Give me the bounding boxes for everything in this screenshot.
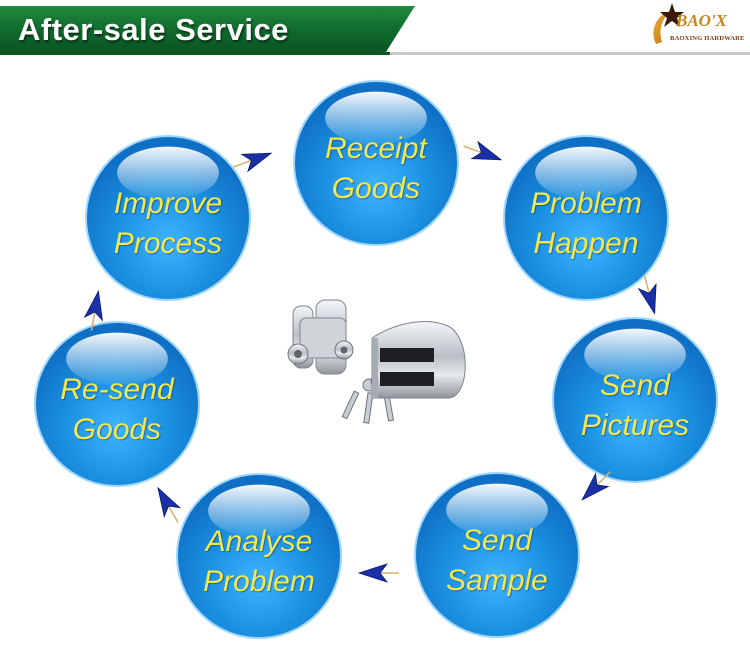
header-bar: After-sale Service BAO'X BAOXING HARDWAR… [0, 0, 750, 58]
header-underline-green [0, 52, 400, 55]
node-gloss [117, 146, 219, 200]
page-title: After-sale Service [18, 12, 289, 47]
node-send-pictures [547, 312, 723, 488]
node-label-line1: Re-send [60, 373, 174, 406]
node-gloss [584, 328, 686, 382]
flow-arrow-tail [90, 310, 96, 331]
flow-arrow-head [240, 152, 273, 173]
lock-clamp-left-icon [287, 299, 354, 375]
flow-arrow-icon [233, 152, 273, 173]
flow-arrow-icon [463, 140, 503, 161]
flow-arrow-head [357, 563, 389, 583]
flow-arrow-tail [167, 504, 179, 523]
node-gloss [208, 484, 310, 538]
flow-arrow-head [157, 486, 182, 518]
node-problem-happen [498, 130, 674, 306]
logo-brand-text: BAO'X [676, 11, 728, 30]
node-send-sample [409, 467, 585, 643]
node-analyse-problem [171, 468, 347, 644]
node-label-line1: Analyse [205, 525, 313, 558]
node-improve-process [80, 130, 256, 306]
flow-arrow-head [83, 289, 104, 322]
node-gloss [446, 483, 548, 537]
flow-arrow-head [470, 140, 503, 161]
node-label-line2: Process [113, 227, 223, 260]
logo-subtitle: BAOXING HARDWARE [670, 35, 745, 42]
node-label-line1: Send [461, 524, 533, 557]
brand-logo: BAO'X BAOXING HARDWARE [648, 2, 744, 50]
flow-arrow-tail [595, 471, 611, 487]
node-gloss [535, 146, 637, 200]
lock-body-right-icon [371, 321, 466, 399]
node-label-line2: Goods [72, 413, 162, 446]
star-logo-icon [653, 3, 684, 44]
flow-arrow-icon [357, 563, 399, 583]
node-label-line2: Problem [203, 565, 315, 598]
node-gloss [325, 91, 427, 145]
node-label-line2: Goods [331, 172, 421, 205]
node-re-send-goods [29, 316, 205, 492]
glass-door-lock-icon [287, 299, 466, 424]
node-label-line1: Receipt [325, 132, 427, 165]
header-underline-gray [390, 52, 750, 55]
flow-arrow-icon [581, 471, 611, 501]
flow-arrow-icon [637, 274, 657, 315]
node-receipt-goods [288, 75, 464, 251]
flow-arrow-head [637, 282, 657, 315]
node-label-line1: Problem [530, 187, 642, 220]
flow-arrow-tail [463, 145, 483, 154]
node-label-line2: Sample [446, 564, 548, 597]
flow-arrow-head [581, 472, 610, 501]
node-label-line1: Send [599, 369, 671, 402]
flow-arrow-tail [233, 159, 253, 168]
flow-arrow-tail [643, 274, 651, 295]
node-gloss [66, 332, 168, 386]
flow-arrow-icon [83, 289, 104, 331]
node-label-line1: Improve [113, 187, 223, 220]
node-label-line2: Pictures [580, 409, 690, 442]
flow-arrow-icon [157, 486, 182, 523]
node-label-line2: Happen [533, 227, 639, 260]
header-band [0, 6, 415, 52]
